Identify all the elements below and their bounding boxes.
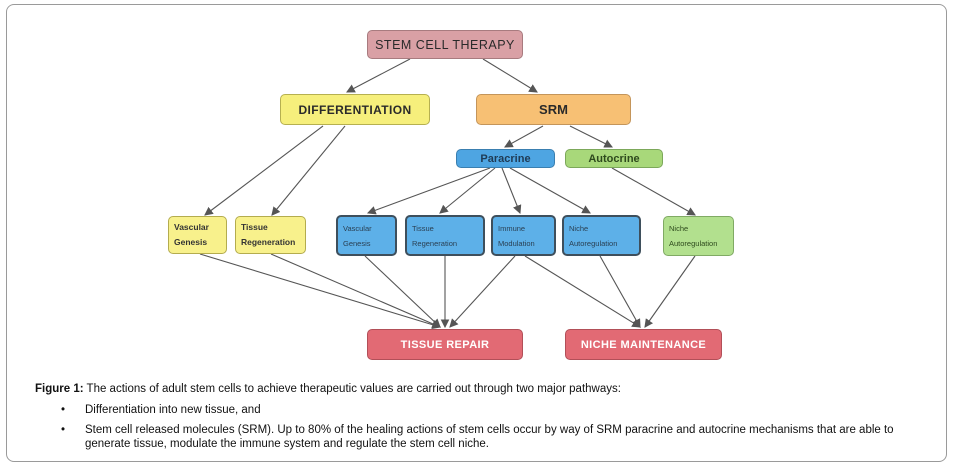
caption-bullet-item: • Stem cell released molecules (SRM). Up… xyxy=(35,423,915,451)
arrow-srm-to-autocrine xyxy=(569,125,613,148)
arrow-srm-to-paracrine xyxy=(504,125,544,148)
arrow-diff-to-vascular xyxy=(204,125,324,216)
arrow-immune-to-niche xyxy=(524,255,641,328)
autocrine-box: Autocrine xyxy=(565,149,663,168)
arrow-pvascular-to-repair xyxy=(364,255,441,328)
caption-bullets: • Differentiation into new tissue, and •… xyxy=(35,403,915,451)
para-immune-modulation-box: Immune Modulation xyxy=(491,215,556,256)
caption-bullet-text: Differentiation into new tissue, and xyxy=(85,404,261,416)
stem-cell-therapy-box: STEM CELL THERAPY xyxy=(367,30,523,59)
arrow-paracrine-to-vascular xyxy=(366,167,491,215)
arrow-dtissue-to-repair xyxy=(270,253,442,328)
arrow-top-to-differentiation xyxy=(346,58,411,93)
diff-vascular-genesis-line1: Vascular xyxy=(174,222,209,232)
arrow-pniche-to-niche xyxy=(599,255,641,328)
arrow-diff-to-tissue xyxy=(271,125,346,216)
para-niche-autoregulation-box: Niche Autoregulation xyxy=(562,215,641,256)
tissue-repair-label: TISSUE REPAIR xyxy=(400,338,490,351)
para-immune-modulation-line2: Modulation xyxy=(498,238,535,248)
para-tissue-regeneration-line2: Regeneration xyxy=(412,238,458,248)
diff-tissue-regeneration-line2: Regeneration xyxy=(241,237,296,247)
para-niche-autoregulation-line2: Autoregulation xyxy=(569,238,618,248)
differentiation-box: DIFFERENTIATION xyxy=(280,94,430,125)
diff-vascular-genesis-line2: Genesis xyxy=(174,237,208,247)
autocrine-label: Autocrine xyxy=(588,152,640,165)
caption-label: Figure 1: xyxy=(35,383,84,395)
auto-niche-autoregulation-line2: Autoregulation xyxy=(669,239,718,248)
arrow-top-to-srm xyxy=(482,58,538,93)
srm-box: SRM xyxy=(476,94,631,125)
diff-tissue-regeneration-box: Tissue Regeneration xyxy=(235,216,306,254)
arrow-aniche-to-niche xyxy=(644,255,696,328)
caption-text: The actions of adult stem cells to achie… xyxy=(83,383,621,395)
figure-caption: Figure 1: The actions of adult stem cell… xyxy=(35,382,915,457)
para-tissue-regeneration-line1: Tissue xyxy=(412,223,434,233)
stem-cell-therapy-label: STEM CELL THERAPY xyxy=(375,37,515,52)
niche-maintenance-box: NICHE MAINTENANCE xyxy=(565,329,722,360)
paracrine-box: Paracrine xyxy=(456,149,555,168)
arrow-paracrine-to-immune xyxy=(501,167,522,215)
auto-niche-autoregulation-box: Niche Autoregulation xyxy=(663,216,734,256)
diff-vascular-genesis-box: Vascular Genesis xyxy=(168,216,227,254)
bullet-dot: • xyxy=(61,404,66,416)
arrow-dvascular-to-repair xyxy=(199,253,442,329)
para-immune-modulation-line1: Immune xyxy=(498,223,526,233)
diff-tissue-regeneration-line1: Tissue xyxy=(241,222,268,232)
arrow-paracrine-to-tissue xyxy=(439,167,496,214)
caption-intro: Figure 1: The actions of adult stem cell… xyxy=(35,382,915,396)
para-tissue-regeneration-box: Tissue Regeneration xyxy=(405,215,485,256)
caption-bullet-item: • Differentiation into new tissue, and xyxy=(35,403,915,417)
arrow-autocrine-to-niche xyxy=(611,167,696,216)
arrow-paracrine-to-niche xyxy=(509,167,591,214)
paracrine-label: Paracrine xyxy=(480,152,531,165)
bullet-dot: • xyxy=(61,424,66,436)
niche-maintenance-label: NICHE MAINTENANCE xyxy=(580,338,707,351)
para-vascular-genesis-line1: Vascular xyxy=(343,223,372,233)
tissue-repair-box: TISSUE REPAIR xyxy=(367,329,523,360)
arrow-immune-to-repair xyxy=(449,255,516,328)
para-niche-autoregulation-line1: Niche xyxy=(569,223,589,233)
caption-bullet-text: Stem cell released molecules (SRM). Up t… xyxy=(85,424,894,450)
srm-label: SRM xyxy=(539,102,568,117)
differentiation-label: DIFFERENTIATION xyxy=(298,102,412,117)
auto-niche-autoregulation-line1: Niche xyxy=(669,224,689,233)
para-vascular-genesis-line2: Genesis xyxy=(343,238,371,248)
para-vascular-genesis-box: Vascular Genesis xyxy=(336,215,397,256)
